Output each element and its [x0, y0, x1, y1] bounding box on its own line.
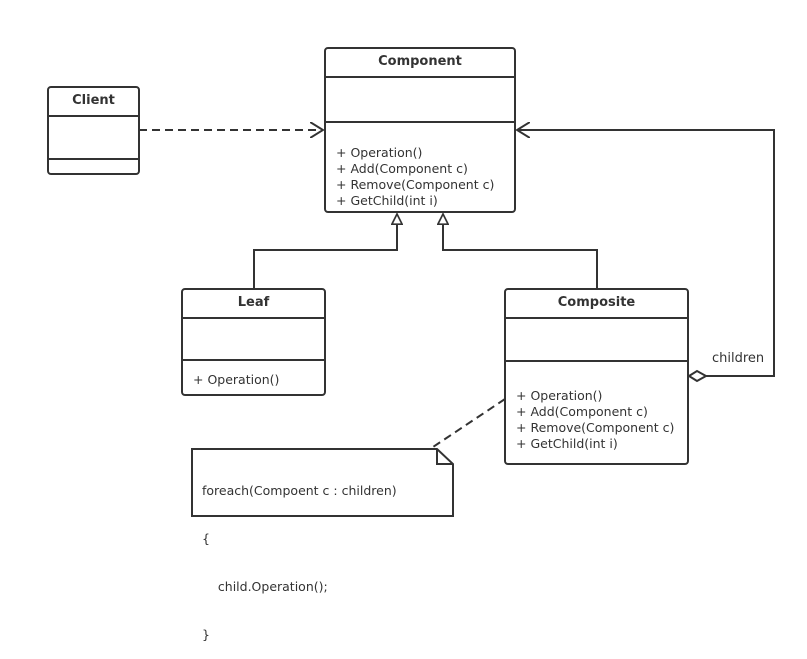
aggregation-children-line[interactable]	[517, 130, 775, 377]
note-text: foreach(Compoent c : children) { child.O…	[202, 451, 397, 659]
class-composite-name: Composite	[506, 290, 687, 319]
class-client[interactable]: Client	[47, 86, 140, 175]
generalization-composite-to-component[interactable]	[443, 214, 598, 289]
class-leaf-attributes	[183, 319, 324, 361]
class-composite[interactable]: Composite + Operation() + Add(Component …	[504, 288, 689, 465]
operation-item: + Operation()	[193, 372, 280, 387]
generalization-leaf-to-component[interactable]	[253, 214, 397, 289]
aggregation-diamond	[687, 369, 709, 383]
operation-item: + Remove(Component c)	[336, 177, 495, 192]
note-fold	[436, 449, 453, 465]
class-composite-attributes	[506, 319, 687, 362]
class-leaf-operations: + Operation()	[183, 361, 324, 388]
class-composite-operations: + Operation() + Add(Component c) + Remov…	[506, 362, 687, 452]
note-anchor-line	[429, 398, 506, 450]
class-component-attributes	[326, 78, 514, 123]
class-client-attributes	[49, 117, 138, 160]
class-leaf[interactable]: Leaf + Operation()	[181, 288, 326, 396]
operation-item: + Remove(Component c)	[516, 420, 675, 435]
diagram-connectors	[139, 0, 775, 517]
class-client-name: Client	[49, 88, 138, 117]
note-line: {	[202, 531, 210, 546]
operation-item: + Operation()	[336, 145, 423, 160]
class-component-name: Component	[326, 49, 514, 78]
note-line: child.Operation();	[202, 579, 328, 594]
operation-item: + Operation()	[516, 388, 603, 403]
operation-item: + GetChild(int i)	[336, 193, 438, 208]
operation-item: + Add(Component c)	[336, 161, 468, 176]
children-role-label: children	[712, 351, 765, 366]
note-line: foreach(Compoent c : children)	[202, 483, 397, 498]
operation-item: + Add(Component c)	[516, 404, 648, 419]
class-leaf-name: Leaf	[183, 290, 324, 319]
class-component[interactable]: Component + Operation() + Add(Component …	[324, 47, 516, 213]
operation-item: + GetChild(int i)	[516, 436, 618, 451]
note-line: }	[202, 627, 210, 642]
class-component-operations: + Operation() + Add(Component c) + Remov…	[326, 123, 514, 209]
note-shape[interactable]	[191, 448, 454, 517]
